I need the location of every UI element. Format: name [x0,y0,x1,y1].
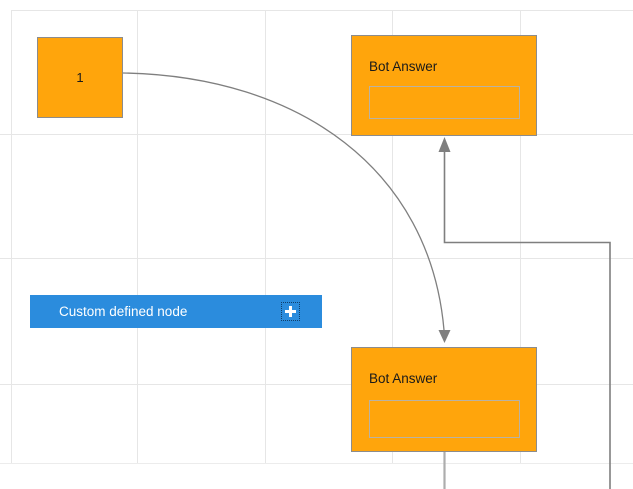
bot-answer-node-top[interactable]: Bot Answer [351,35,537,136]
bot-answer-top-title: Bot Answer [369,59,438,74]
plus-icon[interactable] [281,302,300,321]
edge-curved-start-to-bot-bottom[interactable] [122,72,451,343]
bot-answer-bottom-title: Bot Answer [369,371,438,386]
custom-defined-node-bar[interactable]: Custom defined node [30,295,322,328]
bot-answer-top-text-field[interactable] [369,86,520,119]
edge-orthogonal-loop-to-bot-top[interactable] [438,137,611,489]
custom-defined-node-label: Custom defined node [59,303,188,319]
bot-answer-bottom-text-field[interactable] [369,400,520,438]
start-node[interactable]: 1 [37,37,123,118]
bot-answer-node-bottom[interactable]: Bot Answer [351,347,537,452]
start-node-label: 1 [76,70,84,85]
